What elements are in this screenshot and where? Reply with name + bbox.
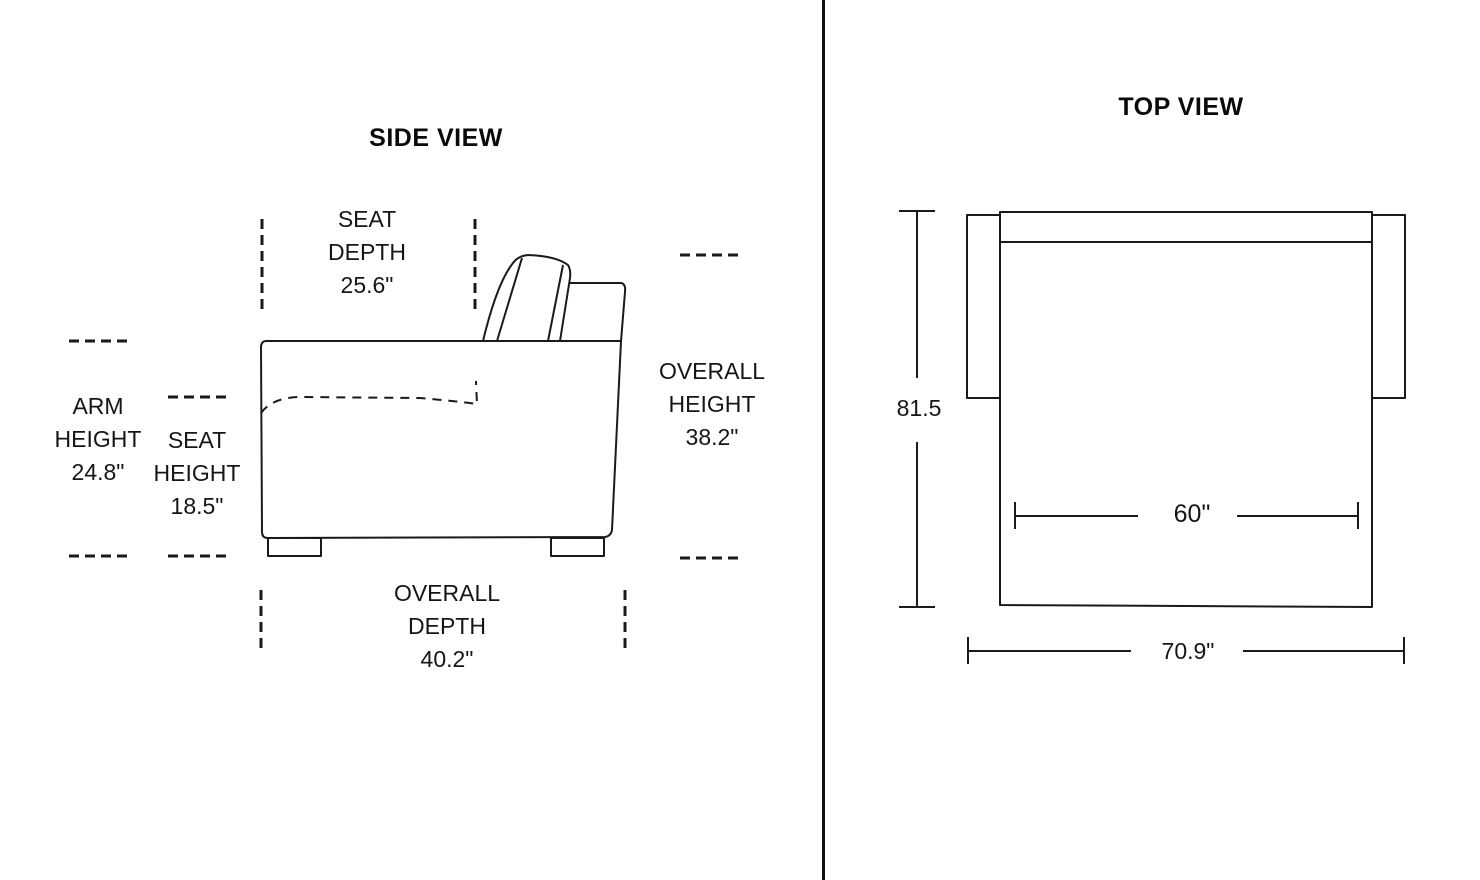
seat-depth-line2: DEPTH — [328, 239, 406, 265]
top-view-sofa — [966, 211, 1406, 608]
length-label: 81.5 — [896, 395, 942, 421]
seat-depth-value: 25.6" — [340, 272, 394, 298]
arm-height-value: 24.8" — [71, 459, 125, 485]
side-view-dimension-marks — [69, 219, 740, 654]
view-divider — [822, 0, 825, 880]
seat-height-line2: HEIGHT — [153, 460, 241, 486]
overall-height-label: OVERALL HEIGHT 38.2" — [647, 355, 777, 454]
overall-height-line1: OVERALL — [658, 358, 766, 384]
side-view-sofa — [260, 254, 627, 557]
seat-width-label: 60" — [1173, 500, 1211, 528]
seat-depth-label: SEAT DEPTH 25.6" — [307, 203, 427, 302]
seat-depth-line1: SEAT — [337, 206, 397, 232]
arm-height-line2: HEIGHT — [54, 426, 142, 452]
side-view-title: SIDE VIEW — [369, 124, 503, 152]
overall-depth-line2: DEPTH — [408, 613, 486, 639]
overall-depth-line1: OVERALL — [393, 580, 501, 606]
seat-height-value: 18.5" — [170, 493, 224, 519]
seat-height-label: SEAT HEIGHT 18.5" — [137, 424, 257, 523]
overall-depth-value: 40.2" — [420, 646, 474, 672]
overall-width-label: 70.9" — [1161, 638, 1215, 664]
top-view-title: TOP VIEW — [1118, 93, 1244, 121]
top-view-dimension-lines — [899, 210, 1405, 664]
arm-height-label: ARM HEIGHT 24.8" — [38, 390, 158, 489]
arm-height-line1: ARM — [72, 393, 124, 419]
overall-depth-label: OVERALL DEPTH 40.2" — [382, 577, 512, 676]
overall-height-line2: HEIGHT — [668, 391, 756, 417]
seat-height-line1: SEAT — [167, 427, 227, 453]
overall-height-value: 38.2" — [685, 424, 739, 450]
